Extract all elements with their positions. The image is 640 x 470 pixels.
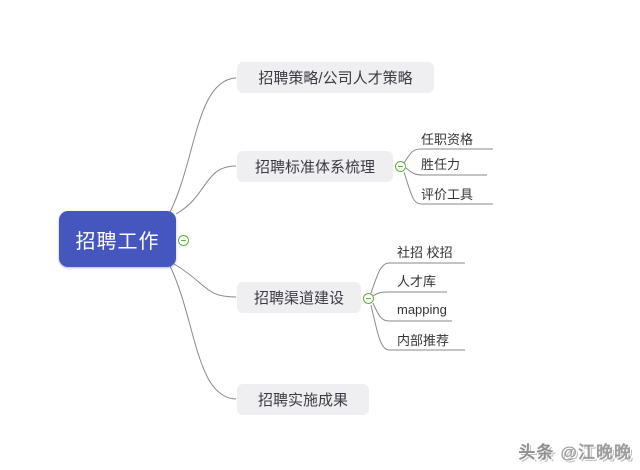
edge-branch2-child2 (405, 167, 487, 176)
edge-branch2-child1 (403, 148, 493, 164)
minus-icon (366, 297, 371, 300)
child-node-competency[interactable]: 胜任力 (421, 157, 461, 172)
child-node-talent-pool[interactable]: 人才库 (397, 274, 437, 289)
edge-branch2-child3 (403, 171, 493, 205)
edge-branch3-child2 (372, 291, 447, 297)
minus-icon (181, 239, 186, 242)
edge-branch3-child4 (370, 304, 465, 351)
branch-node-strategy[interactable]: 招聘策略/公司人才策略 (237, 62, 434, 93)
collapse-minus-icon[interactable] (178, 235, 189, 246)
child-node-qualifications[interactable]: 任职资格 (421, 132, 474, 147)
edge-root-branch4 (169, 265, 237, 400)
child-node-internal-referral[interactable]: 内部推荐 (397, 333, 450, 348)
minus-icon (398, 165, 403, 168)
edge-branch3-child1 (370, 262, 465, 294)
edge-root-branch2 (175, 165, 237, 215)
edge-branch3-child3 (372, 302, 452, 322)
child-node-mapping[interactable]: mapping (397, 302, 447, 317)
child-node-social-campus[interactable]: 社招 校招 (397, 245, 453, 260)
edge-root-branch3 (173, 263, 237, 298)
branch-node-results[interactable]: 招聘实施成果 (237, 384, 369, 415)
branch-node-standards[interactable]: 招聘标准体系梳理 (237, 151, 393, 182)
child-node-evaluation-tools[interactable]: 评价工具 (421, 187, 474, 202)
watermark-author: @江晚晚 (560, 443, 632, 462)
root-node[interactable]: 招聘工作 (59, 211, 176, 267)
collapse-minus-icon[interactable] (363, 293, 374, 304)
watermark: 头条 @江晚晚 (518, 438, 632, 463)
collapse-minus-icon[interactable] (395, 161, 406, 172)
edge-root-branch1 (169, 77, 237, 213)
watermark-brand: 头条 (518, 443, 555, 462)
branch-node-channels[interactable]: 招聘渠道建设 (237, 282, 361, 313)
